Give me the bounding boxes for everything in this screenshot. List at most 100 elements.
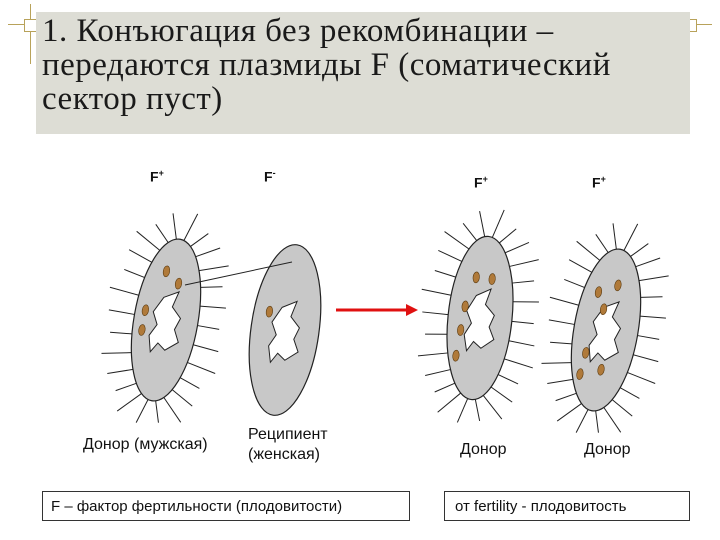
pilus-hair [171,389,193,407]
pilus-hair [511,320,534,325]
plasmid-f [614,279,622,292]
pilus-hair [498,228,517,244]
pilus-hair [479,211,486,237]
pilus-hair [603,407,622,433]
pilus-hair [555,392,577,402]
pilus-hair [623,223,639,251]
pilus-hair [136,230,161,251]
pilus-hair [556,403,582,422]
plasmid-f [599,303,608,316]
plasmid-f [174,277,183,290]
title-box [36,12,690,134]
cell-2 [248,244,322,416]
plasmid-f [488,273,496,285]
pilus-hair [437,392,462,413]
pilus-hair [635,257,661,268]
plasmid-f [597,363,605,376]
cell-2-caption: Реципиент (женская) [248,426,328,463]
transfer-arrow-head [406,304,418,316]
pilus-hair [497,374,519,385]
nucleoid [588,300,622,363]
pilus-hair [110,331,133,335]
pilus-hair [456,398,469,423]
legend-etymology: от fertility - плодовитость [444,491,690,521]
pilus-hair [179,377,200,389]
cell-1 [101,213,229,423]
pilus-hair [595,234,609,253]
pilus-hair [101,352,132,354]
pilus-hair [200,286,223,288]
cell-3-type-label: F+ [474,174,488,191]
pilus-hair [548,319,575,325]
pilus-hair [549,296,579,306]
plasmid-f [582,347,590,359]
pilus-hair [124,268,145,279]
pilus-hair [425,333,448,335]
pilus-hair [491,209,505,238]
pilus-hair [155,400,159,423]
pilus-hair [197,325,220,330]
pilus-hair [421,288,452,296]
pilus-hair [512,280,535,284]
slide-title: 1. Конъюгация без рекомбинации – передаю… [42,13,611,117]
pilus-hair [462,222,478,241]
pilus-hair [444,231,470,250]
conjugation-bridge [184,261,293,286]
pilus-hair [637,335,660,340]
pilus-hair [576,240,601,261]
pilus-hair [187,361,216,374]
pilus-hair [633,354,659,363]
cell-2-type-label: F- [264,168,276,185]
pilus-hair [638,275,669,282]
pilus-hair [512,301,539,303]
pilus-hair [504,358,533,369]
pilus-hair [482,395,503,420]
pilus-hair [155,224,169,243]
pilus-hair [434,382,456,393]
pilus-hair [640,296,663,298]
pilus-hair [619,387,640,399]
plasmid-f [141,304,149,317]
frame-rule-horizontal [8,24,38,25]
cell-4 [541,223,669,433]
plasmid-f [594,286,603,298]
pilus-hair [116,393,142,412]
plasmid-f [472,271,480,284]
pilus-hair [564,278,585,289]
pilus-hair [611,399,633,417]
plasmid-f [138,324,146,336]
nucleoid [463,288,495,353]
cells-layer [101,209,669,433]
cell-1-type-label: F+ [150,168,164,185]
cell-3 [417,209,539,423]
plasmid-f [457,324,465,336]
pilus-hair [509,259,539,267]
pilus-hair [630,243,649,257]
pilus-hair [193,344,219,353]
plasmid-f [265,305,273,318]
pilus-hair [198,265,229,272]
legend-definition: F – фактор фертильности (плодовитости) [42,491,410,521]
pilus-hair [128,249,153,263]
frame-rule-horizontal-right [690,24,712,25]
pilus-hair [508,340,535,347]
pilus-hair [474,399,481,422]
pilus-hair [109,286,139,296]
cell-1-caption: Донор (мужская) [83,436,208,453]
pilus-hair [639,315,666,319]
nucleoid [148,290,182,353]
pilus-hair [504,241,530,254]
plasmid-f [576,368,584,380]
cell-3-caption: Донор [460,441,507,458]
pilus-hair [422,311,449,316]
pilus-hair [612,223,617,250]
frame-rule-vertical [30,4,31,64]
plasmid-f [162,265,171,278]
pilus-hair [627,371,656,384]
pilus-hair [183,213,199,241]
nucleoid [268,300,301,364]
pilus-hair [135,399,149,423]
pilus-hair [541,362,572,364]
pilus-hair [163,397,182,423]
